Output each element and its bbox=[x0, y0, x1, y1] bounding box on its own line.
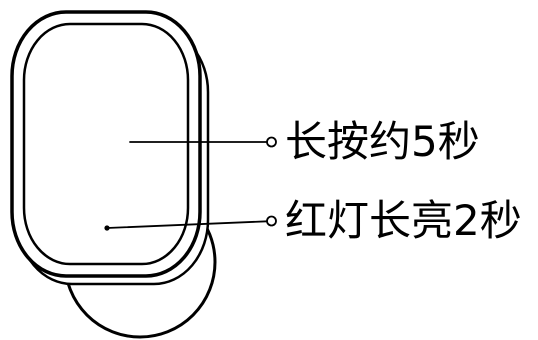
callout-label-red-light: 红灯长亮2秒 bbox=[285, 196, 522, 245]
earbud-body-inner bbox=[22, 22, 190, 266]
callout-endpoint-long-press bbox=[266, 136, 277, 148]
callout-dot-red-light bbox=[104, 225, 110, 231]
earbud-body-outer bbox=[10, 10, 202, 278]
callout-endpoint-red-light bbox=[266, 215, 277, 227]
callout-line-red-light bbox=[106, 220, 268, 229]
callout-label-long-press: 长按约5秒 bbox=[285, 117, 480, 166]
